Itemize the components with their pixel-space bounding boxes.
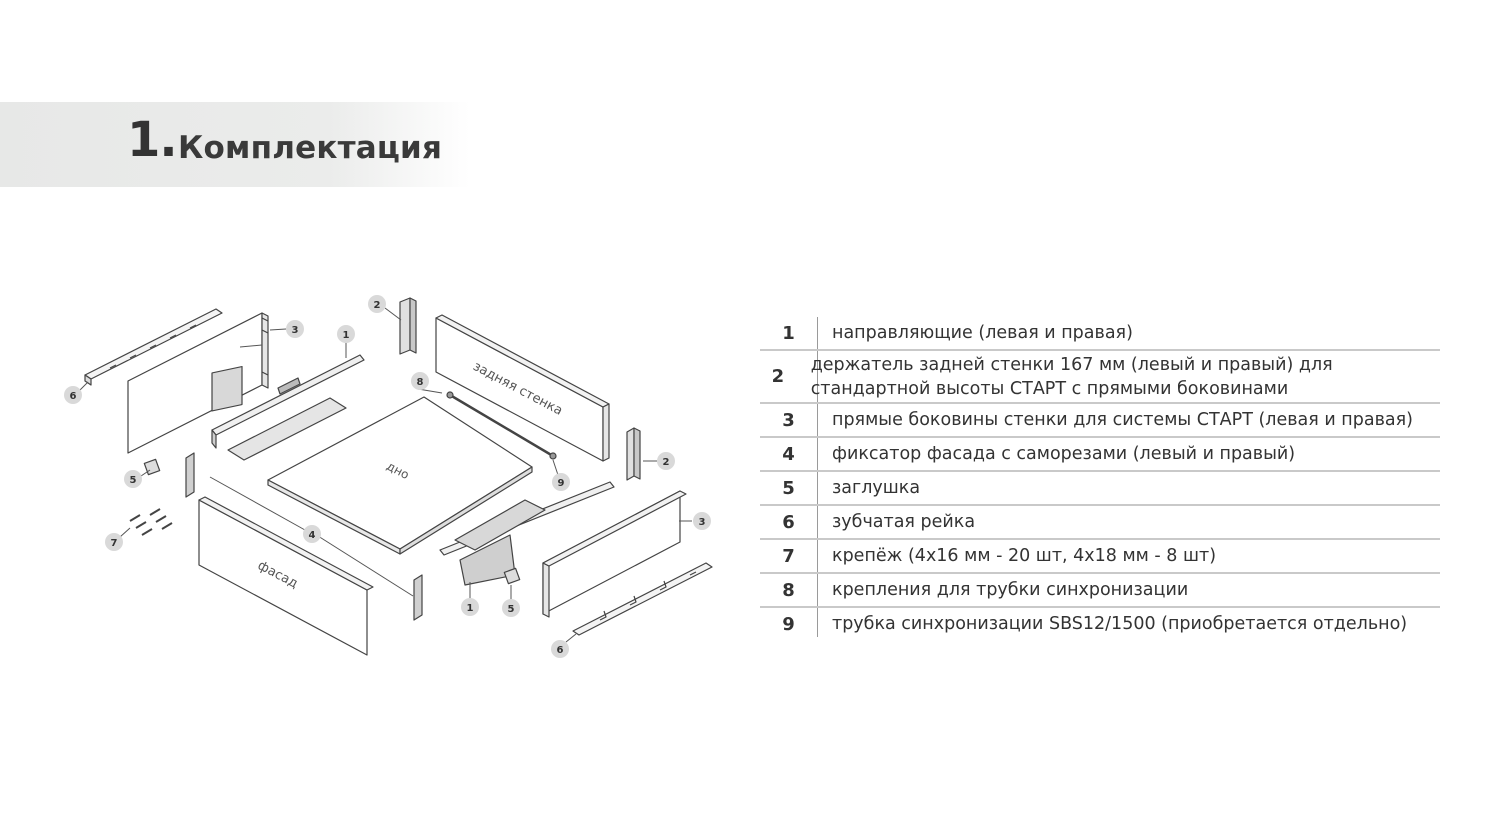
left-side-wall — [127, 312, 269, 454]
part-number: 2 — [771, 366, 785, 387]
part-description: прямые боковины стенки для системы СТАРТ… — [832, 410, 1413, 430]
left-toothed-rack — [84, 308, 223, 386]
parts-table: 1 направляющие (левая и правая) 2 держат… — [760, 317, 1440, 640]
svg-text:8: 8 — [417, 377, 424, 388]
section-number: 1. — [127, 112, 178, 168]
part-number: 8 — [782, 579, 795, 601]
svg-text:3: 3 — [699, 517, 706, 528]
left-runner — [211, 354, 365, 461]
parts-row: 2 держатель задней стенки 167 мм (левый … — [760, 351, 1440, 404]
callout-2-top: 2 — [368, 295, 386, 313]
parts-row: 6 зубчатая рейка — [760, 506, 1440, 540]
section-title: Комплектация — [178, 130, 443, 166]
callout-1-bottom: 1 — [461, 598, 479, 616]
part-number: 4 — [782, 443, 795, 465]
callout-5-left: 5 — [124, 470, 142, 488]
table-divider — [817, 317, 818, 637]
part-number: 7 — [782, 545, 795, 567]
part-number: 5 — [782, 477, 795, 499]
bottom-panel — [267, 396, 533, 555]
svg-text:9: 9 — [558, 478, 565, 489]
parts-row: 4 фиксатор фасада с саморезами (левый и … — [760, 438, 1440, 472]
part-number: 1 — [782, 322, 795, 344]
svg-text:3: 3 — [292, 325, 299, 336]
part-number: 3 — [782, 409, 795, 431]
header-band — [0, 102, 470, 187]
parts-row: 1 направляющие (левая и правая) — [760, 317, 1440, 351]
sync-tube — [449, 393, 554, 458]
svg-text:6: 6 — [70, 391, 77, 402]
callout-5-right: 5 — [502, 599, 520, 617]
svg-text:1: 1 — [343, 330, 350, 341]
callout-4: 4 — [303, 525, 321, 543]
parts-row: 3 прямые боковины стенки для системы СТА… — [760, 404, 1440, 438]
callout-8: 8 — [411, 372, 429, 390]
callouts: 3 1 2 8 9 2 3 6 5 4 7 1 5 6 — [64, 295, 711, 658]
part-description: зубчатая рейка — [832, 512, 976, 532]
right-side-wall — [542, 490, 687, 618]
part-description: заглушка — [832, 478, 921, 498]
part-description: направляющие (левая и правая) — [832, 323, 1133, 343]
right-facade-fixer — [413, 574, 423, 621]
svg-text:7: 7 — [111, 538, 118, 549]
part-number: 6 — [782, 511, 795, 533]
parts-row: 9 трубка синхронизации SBS12/1500 (приоб… — [760, 608, 1440, 640]
callout-9: 9 — [552, 473, 570, 491]
svg-text:4: 4 — [309, 530, 316, 541]
part-description: фиксатор фасада с саморезами (левый и пр… — [832, 444, 1296, 464]
callout-3-left: 3 — [286, 320, 304, 338]
part-description: трубка синхронизации SBS12/1500 (приобре… — [832, 614, 1408, 634]
svg-text:2: 2 — [663, 457, 670, 468]
part-number: 9 — [782, 613, 795, 635]
callout-6-left: 6 — [64, 386, 82, 404]
front-panel — [198, 496, 374, 656]
part-description: держатель задней стенки 167 мм (левый и … — [810, 354, 1333, 399]
callout-1-top: 1 — [337, 325, 355, 343]
right-toothed-rack — [572, 562, 713, 636]
left-facade-fixer — [185, 452, 195, 498]
svg-text:5: 5 — [130, 475, 137, 486]
right-back-holder — [626, 427, 641, 481]
svg-text:1: 1 — [467, 603, 474, 614]
callout-3-right: 3 — [693, 512, 711, 530]
callout-6-right: 6 — [551, 640, 569, 658]
part-description: крепления для трубки синхронизации — [832, 580, 1189, 600]
right-runner — [439, 481, 615, 586]
svg-text:2: 2 — [374, 300, 381, 311]
back-wall-panel — [435, 314, 610, 462]
svg-text:6: 6 — [557, 645, 564, 656]
part-description: крепёж (4х16 мм - 20 шт, 4х18 мм - 8 шт) — [832, 546, 1217, 566]
callout-7: 7 — [105, 533, 123, 551]
callout-2-right: 2 — [657, 452, 675, 470]
parts-row: 8 крепления для трубки синхронизации — [760, 574, 1440, 608]
parts-row: 5 заглушка — [760, 472, 1440, 506]
parts-row: 7 крепёж (4х16 мм - 20 шт, 4х18 мм - 8 ш… — [760, 540, 1440, 574]
svg-text:5: 5 — [508, 604, 515, 615]
left-back-holder — [399, 297, 417, 355]
screws — [129, 508, 173, 536]
right-cap — [503, 567, 521, 585]
